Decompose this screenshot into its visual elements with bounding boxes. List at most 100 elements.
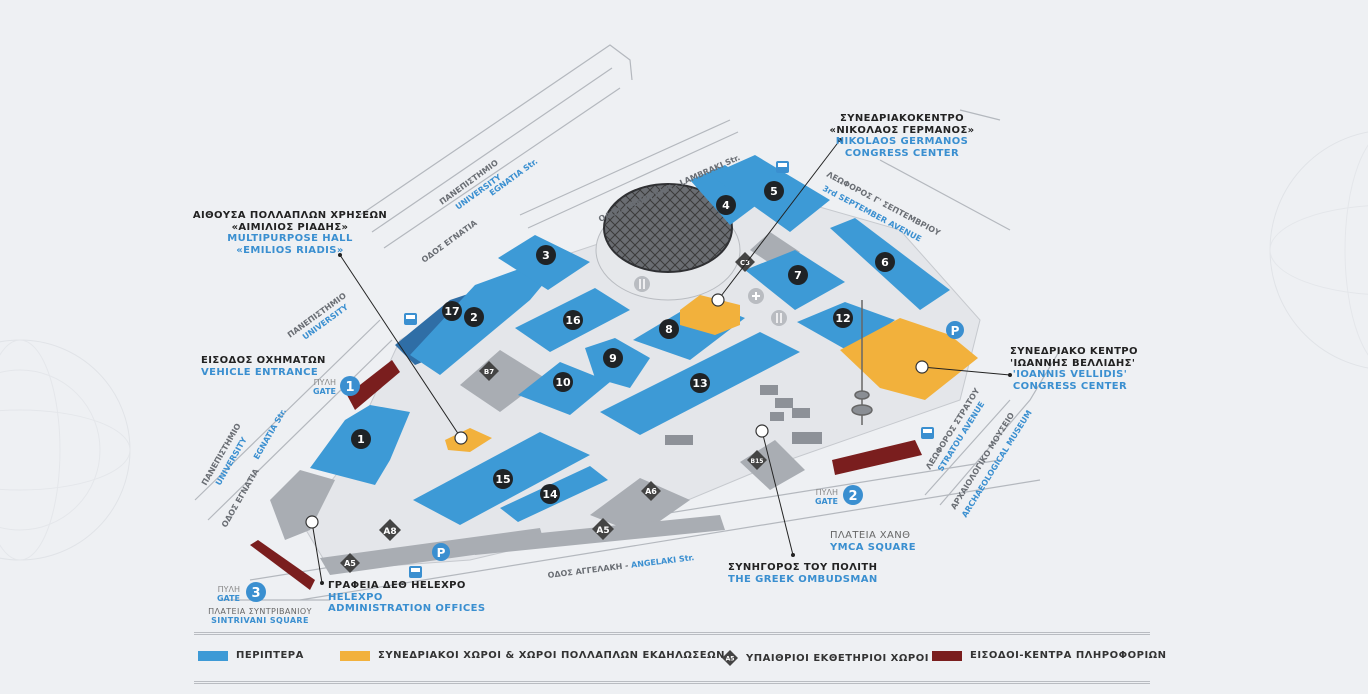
legend-congress-label: ΣΥΝΕΔΡΙΑΚΟΙ ΧΩΡΟΙ & ΧΩΡΟΙ ΠΟΛΛΑΠΛΩΝ ΕΚΔΗ… [378,650,725,661]
badge-12: 12 [833,308,853,328]
label-ymca-square: ΠΛΑΤΕΙΑ ΧΑΝΘ YMCA SQUARE [830,530,916,553]
gate-3-entrance[interactable] [250,540,315,590]
label-ymca-gr: ΠΛΑΤΕΙΑ ΧΑΝΘ [830,530,911,541]
label-riadis-gr2: «ΑΙΜΙΛΙΟΣ ΡΙΑΔΗΣ» [231,221,349,233]
gate-circles: 1 2 3 [246,376,863,602]
entrances [250,360,922,590]
outdoor-a5-right: A5 [592,518,614,540]
pavilion-badges: 1 2 3 4 5 6 7 8 9 10 12 13 14 15 16 17 [351,181,895,504]
dome-arena [595,183,741,301]
svg-text:14: 14 [542,488,558,501]
label-vellidis: ΣΥΝΕΔΡΙΑΚΟ ΚΕΝΤΡΟ 'ΙΩΑΝΝΗΣ ΒΕΛΛΙΔΗΣ' 'IO… [1010,346,1138,392]
gate-1-entrance[interactable] [347,360,400,410]
svg-text:3: 3 [251,586,260,601]
badge-2: 2 [464,307,484,327]
badge-1: 1 [351,429,371,449]
germanos-congress-center[interactable] [680,295,740,335]
legend-congress: ΣΥΝΕΔΡΙΑΚΟΙ ΧΩΡΟΙ & ΧΩΡΟΙ ΠΟΛΛΑΠΛΩΝ ΕΚΔΗ… [340,650,725,661]
label-admin-en1: HELEXPO [328,591,383,603]
badge-4: 4 [716,195,736,215]
bus-icon [404,313,417,325]
svg-text:15: 15 [495,473,510,486]
label-vellidis-en2: CONGRESS CENTER [1012,380,1128,392]
badge-6: 6 [875,252,895,272]
gate-3-label: ΠΥΛΗ GATE [200,585,240,603]
legend-outdoor: A5 ΥΠΑΙΘΡΙΟΙ ΕΚΘΕΤΗΡΙΟΙ ΧΩΡΟΙ [722,650,929,666]
legend-entrances: ΕΙΣΟΔΟΙ-ΚΕΝΤΡΑ ΠΛΗΡΟΦΟΡΙΩΝ [932,650,1167,661]
gate-3-en: GATE [216,594,240,604]
info-point-icon [305,515,319,529]
first-aid-icon [748,288,764,304]
pavilion-4[interactable] [690,165,770,225]
label-riadis-gr1: ΑΙΘΟΥΣΑ ΠΟΛΛΑΠΛΩΝ ΧΡΗΣΕΩΝ [192,210,388,221]
label-admin-offices: ΓΡΑΦΕΙΑ ΔΕΘ HELEXPO HELEXPO ADMINISTRATI… [328,580,485,615]
svg-text:A5: A5 [344,559,356,568]
svg-text:4: 4 [722,199,730,212]
tv-tower [851,300,873,425]
small-buildings [665,385,822,445]
svg-text:8: 8 [665,323,673,336]
gate-1-en: GATE [312,387,336,397]
gate-1-marker[interactable]: 1 [340,376,360,396]
svg-text:A6: A6 [645,487,657,496]
label-germanos-en2: CONGRESS CENTER [844,147,960,159]
bus-icon [776,161,789,173]
legend-congress-swatch [340,650,370,661]
svg-text:1: 1 [357,433,365,446]
label-ymca-en: YMCA SQUARE [830,541,916,553]
map-legend: ΠΕΡΙΠΤΕΡΑ ΣΥΝΕΔΡΙΑΚΟΙ ΧΩΡΟΙ & ΧΩΡΟΙ ΠΟΛΛ… [194,632,1166,684]
label-vellidis-gr2: 'ΙΩΑΝΝΗΣ ΒΕΛΛΙΔΗΣ' [1010,357,1136,369]
riadis-multipurpose-hall[interactable] [445,428,492,452]
gate-2-entrance[interactable] [832,440,922,475]
congress-venues [445,295,978,452]
label-vellidis-en1: 'IOANNIS VELLIDIS' [1012,369,1128,380]
street-egnatia-left-en: EGNATIA Str. [252,407,288,461]
restaurant-icon [634,276,650,292]
vellidis-congress-center[interactable] [840,318,978,400]
leader-lines [311,139,1011,584]
label-admin-en2: ADMINISTRATION OFFICES [328,603,486,614]
outdoor-c3: C3 [735,252,755,272]
svg-text:P: P [951,324,960,338]
outdoor-b7: B7 [479,361,499,381]
label-sintrivani-en: SINTRIVANI SQUARE [211,616,309,626]
info-point-icon [454,431,468,445]
svg-text:7: 7 [794,269,802,282]
badge-13: 13 [690,373,710,393]
svg-text:B15: B15 [751,458,764,465]
outdoor-area-badges: A5 A5 A6 A8 B7 B15 C3 [340,252,767,573]
bus-icon [409,566,422,578]
svg-text:A5: A5 [596,526,609,536]
info-point-icon [755,424,769,438]
svg-text:2: 2 [848,489,857,504]
gate-2-label: ΠΥΛΗ GATE [798,488,838,506]
label-vehicle-gr: ΕΙΣΟΔΟΣ ΟΧΗΜΑΤΩΝ [201,355,326,366]
label-sintrivani-square: ΠΛΑΤΕΙΑ ΣΥΝΤΡΙΒΑΝΙΟΥ SINTRIVANI SQUARE [200,607,320,625]
gate-2-marker[interactable]: 2 [843,485,863,505]
bus-icon [921,427,934,439]
label-ombudsman: ΣΥΝΗΓΟΡΟΣ ΤΟΥ ΠΟΛΙΤΗ THE GREEK OMBUDSMAN [728,562,878,585]
svg-text:12: 12 [835,312,850,325]
legend-pavilions: ΠΕΡΙΠΤΕΡΑ [198,650,304,661]
badge-3: 3 [536,245,556,265]
label-ombudsman-en: THE GREEK OMBUDSMAN [728,573,878,585]
label-germanos: ΣΥΝΕΔΡΙΑΚΟΚΕΝΤΡΟ «ΝΙΚΟΛΑΟΣ ΓΕΡΜΑΝΟΣ» NIK… [822,113,982,159]
badge-17: 17 [442,301,462,321]
svg-text:2: 2 [470,311,478,324]
legend-outdoor-badge: A5 [722,650,738,666]
info-points [305,293,929,529]
badge-16: 16 [563,310,583,330]
globe-decoration-right [1269,131,1368,369]
gate-2-en: GATE [814,497,838,507]
svg-text:A8: A8 [383,527,396,537]
gate-3-marker[interactable]: 3 [246,582,266,602]
svg-text:5: 5 [770,185,778,198]
legend-pavilions-label: ΠΕΡΙΠΤΕΡΑ [236,650,304,661]
svg-text:A5: A5 [726,656,735,663]
legend-entrances-swatch [932,650,962,661]
svg-text:10: 10 [555,376,571,389]
gate-1-label: ΠΥΛΗ GATE [296,378,336,396]
badge-14: 14 [540,484,560,504]
label-germanos-en1: NIKOLAOS GERMANOS [835,136,969,147]
